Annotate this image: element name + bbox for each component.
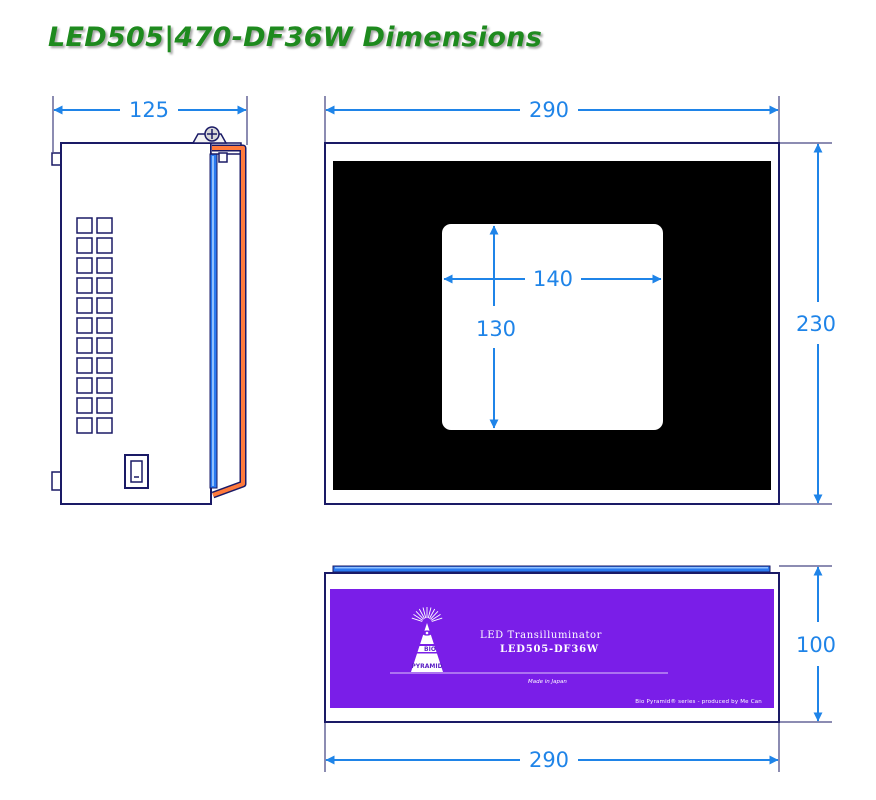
side-body — [60, 142, 212, 505]
vent-slot — [96, 397, 113, 414]
logo-ray — [418, 608, 425, 619]
plate-product-type: LED Transilluminator — [480, 630, 602, 641]
side-foot-bottom — [51, 471, 62, 491]
plate-footer: Bio Pyramid® series - produced by Me Can — [635, 698, 762, 705]
page-title: LED505|470-DF36W Dimensions — [48, 22, 543, 53]
vent-slot — [96, 297, 113, 314]
cover-edge — [212, 146, 245, 497]
vent-slot — [96, 277, 113, 294]
vent-slot — [76, 357, 93, 374]
vent-slot — [76, 257, 93, 274]
logo-ray — [430, 611, 439, 620]
panel-view: BIO PYRAMID LED Transilluminator LED505-… — [324, 565, 836, 772]
vent-slot — [96, 237, 113, 254]
side-foot-top — [51, 152, 62, 166]
screw-knob-icon — [191, 126, 228, 144]
window-width-label: 140 — [533, 267, 573, 291]
logo-top-text: BIO — [424, 646, 436, 653]
plate-made-in: Made in Japan — [528, 679, 567, 685]
power-switch — [124, 454, 149, 489]
logo-ray — [430, 614, 441, 621]
front-width-label: 290 — [529, 98, 569, 122]
vent-slot — [96, 337, 113, 354]
front-height-label: 230 — [796, 312, 836, 336]
vent-slot — [96, 217, 113, 234]
vent-slot — [76, 337, 93, 354]
vent-slot — [96, 417, 113, 434]
logo-ray — [431, 617, 443, 622]
logo-ray — [415, 611, 424, 620]
vent-slot — [76, 277, 93, 294]
vent-slot — [76, 317, 93, 334]
vent-slot — [76, 397, 93, 414]
side-width-label: 125 — [129, 98, 169, 122]
logo-ray — [422, 607, 427, 619]
vent-slot — [96, 377, 113, 394]
logo-ray — [429, 608, 436, 619]
panel-light-edge — [332, 565, 771, 573]
vent-slot — [76, 297, 93, 314]
vent-slot — [76, 237, 93, 254]
logo-ray — [413, 614, 424, 621]
vent-slot — [76, 377, 93, 394]
panel-width-label: 290 — [529, 748, 569, 772]
vent-slot — [96, 257, 113, 274]
plate-model: LED505-DF36W — [500, 644, 599, 655]
window-height-label: 130 — [476, 317, 516, 341]
label-panel — [330, 589, 774, 708]
vent-slot — [76, 417, 93, 434]
front-view: 290 140 130 230 — [324, 96, 836, 505]
vent-slot — [96, 357, 113, 374]
vent-slot — [76, 217, 93, 234]
viewing-window — [442, 224, 663, 430]
vent-slot — [96, 317, 113, 334]
logo-ray — [427, 607, 432, 619]
logo-bottom-text: PYRAMID — [411, 663, 442, 670]
panel-height-label: 100 — [796, 633, 836, 657]
side-view: 125 — [51, 96, 248, 505]
vent-grid — [76, 217, 113, 434]
bio-pyramid-logo-icon: BIO PYRAMID — [411, 607, 443, 672]
logo-ray — [411, 617, 423, 622]
